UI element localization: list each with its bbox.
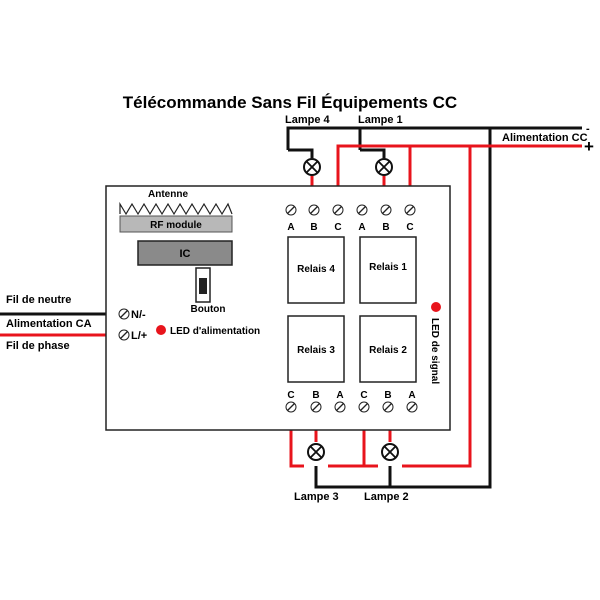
lamp-2-icon: [381, 443, 399, 461]
dc-plus-sign: +: [584, 137, 594, 156]
top-terminal-label: A: [358, 222, 365, 233]
top-terminal-label: A: [287, 222, 294, 233]
lamp-4-label: Lampe 4: [285, 114, 331, 126]
bottom-terminal-label: C: [360, 390, 367, 401]
rf-module: [119, 215, 233, 233]
relay-2: Relais 2: [359, 315, 417, 383]
relay-3-label: Relais 3: [297, 345, 335, 356]
relay-4: Relais 4: [287, 236, 345, 304]
bottom-terminal-label: A: [408, 390, 415, 401]
antenna-coil-icon: [119, 201, 233, 216]
bottom-terminal-label: C: [287, 390, 294, 401]
ac-supply-label: Alimentation CA: [6, 318, 92, 330]
top-terminal-row: [285, 204, 416, 216]
input-terminal-live: [118, 329, 130, 341]
top-terminal-a-relay1: [356, 204, 368, 216]
dc-negative-wire: [286, 126, 582, 150]
top-terminal-c-relay4: [332, 204, 344, 216]
ac-phase-label: Fil de phase: [6, 340, 70, 352]
dc-supply-label: Alimentation CC: [502, 132, 588, 144]
rf-module-label: RF module: [150, 220, 202, 231]
ic-chip: [137, 240, 233, 266]
top-terminal-label: C: [406, 222, 413, 233]
lamp-4-icon: [303, 158, 321, 176]
bottom-terminal-b-relay2: [382, 401, 394, 413]
bottom-terminal-a-relay2: [406, 401, 418, 413]
relay-4-label: Relais 4: [297, 264, 335, 275]
relay-1-label: Relais 1: [369, 262, 407, 273]
lamp-1-icon: [375, 158, 393, 176]
lamp-1-label: Lampe 1: [358, 114, 403, 126]
bottom-terminal-c-relay2: [358, 401, 370, 413]
dc-negative-drop: [314, 128, 492, 489]
bottom-terminal-label: B: [384, 390, 391, 401]
bottom-terminal-b-relay3: [310, 401, 322, 413]
top-terminal-b-relay4: [308, 204, 320, 216]
ic-label: IC: [180, 248, 191, 260]
ac-neutral-label: Fil de neutre: [6, 294, 71, 306]
power-led-label: LED d'alimentation: [170, 326, 260, 337]
bottom-terminal-a-relay3: [334, 401, 346, 413]
dc-positive-drop: [402, 146, 472, 468]
signal-led: [431, 302, 441, 312]
bottom-terminal-label: A: [336, 390, 343, 401]
bottom-terminal-label: B: [312, 390, 319, 401]
pairing-button-knob: [199, 278, 207, 294]
input-terminal-neutral-label: N/-: [131, 309, 146, 321]
relay-2-label: Relais 2: [369, 345, 407, 356]
input-terminal-live-label: L/+: [131, 330, 147, 342]
top-terminal-label: B: [310, 222, 317, 233]
top-terminal-label: C: [334, 222, 341, 233]
lamp-2-label: Lampe 2: [364, 491, 409, 503]
signal-led-label: LED de signal: [429, 318, 440, 384]
relay-1: Relais 1: [359, 236, 417, 304]
lamp-3-icon: [307, 443, 325, 461]
relay-3: Relais 3: [287, 315, 345, 383]
top-terminal-c-relay1: [404, 204, 416, 216]
top-terminal-a-relay4: [285, 204, 297, 216]
bottom-terminal-row: [285, 401, 418, 413]
lamp1-neg-wire: [360, 148, 386, 158]
button-label: Bouton: [191, 304, 226, 315]
antenna-label: Antenne: [148, 189, 188, 200]
lamp-3-label: Lampe 3: [294, 491, 339, 503]
top-terminal-b-relay1: [380, 204, 392, 216]
dc-minus-sign: -: [586, 123, 590, 135]
power-led: [156, 325, 166, 335]
bottom-terminal-c-relay3: [285, 401, 297, 413]
input-terminal-neutral: [118, 308, 130, 320]
top-terminal-label: B: [382, 222, 389, 233]
lamp4-neg-wire: [288, 148, 314, 158]
diagram-title: Télécommande Sans Fil Équipements CC: [123, 93, 457, 112]
